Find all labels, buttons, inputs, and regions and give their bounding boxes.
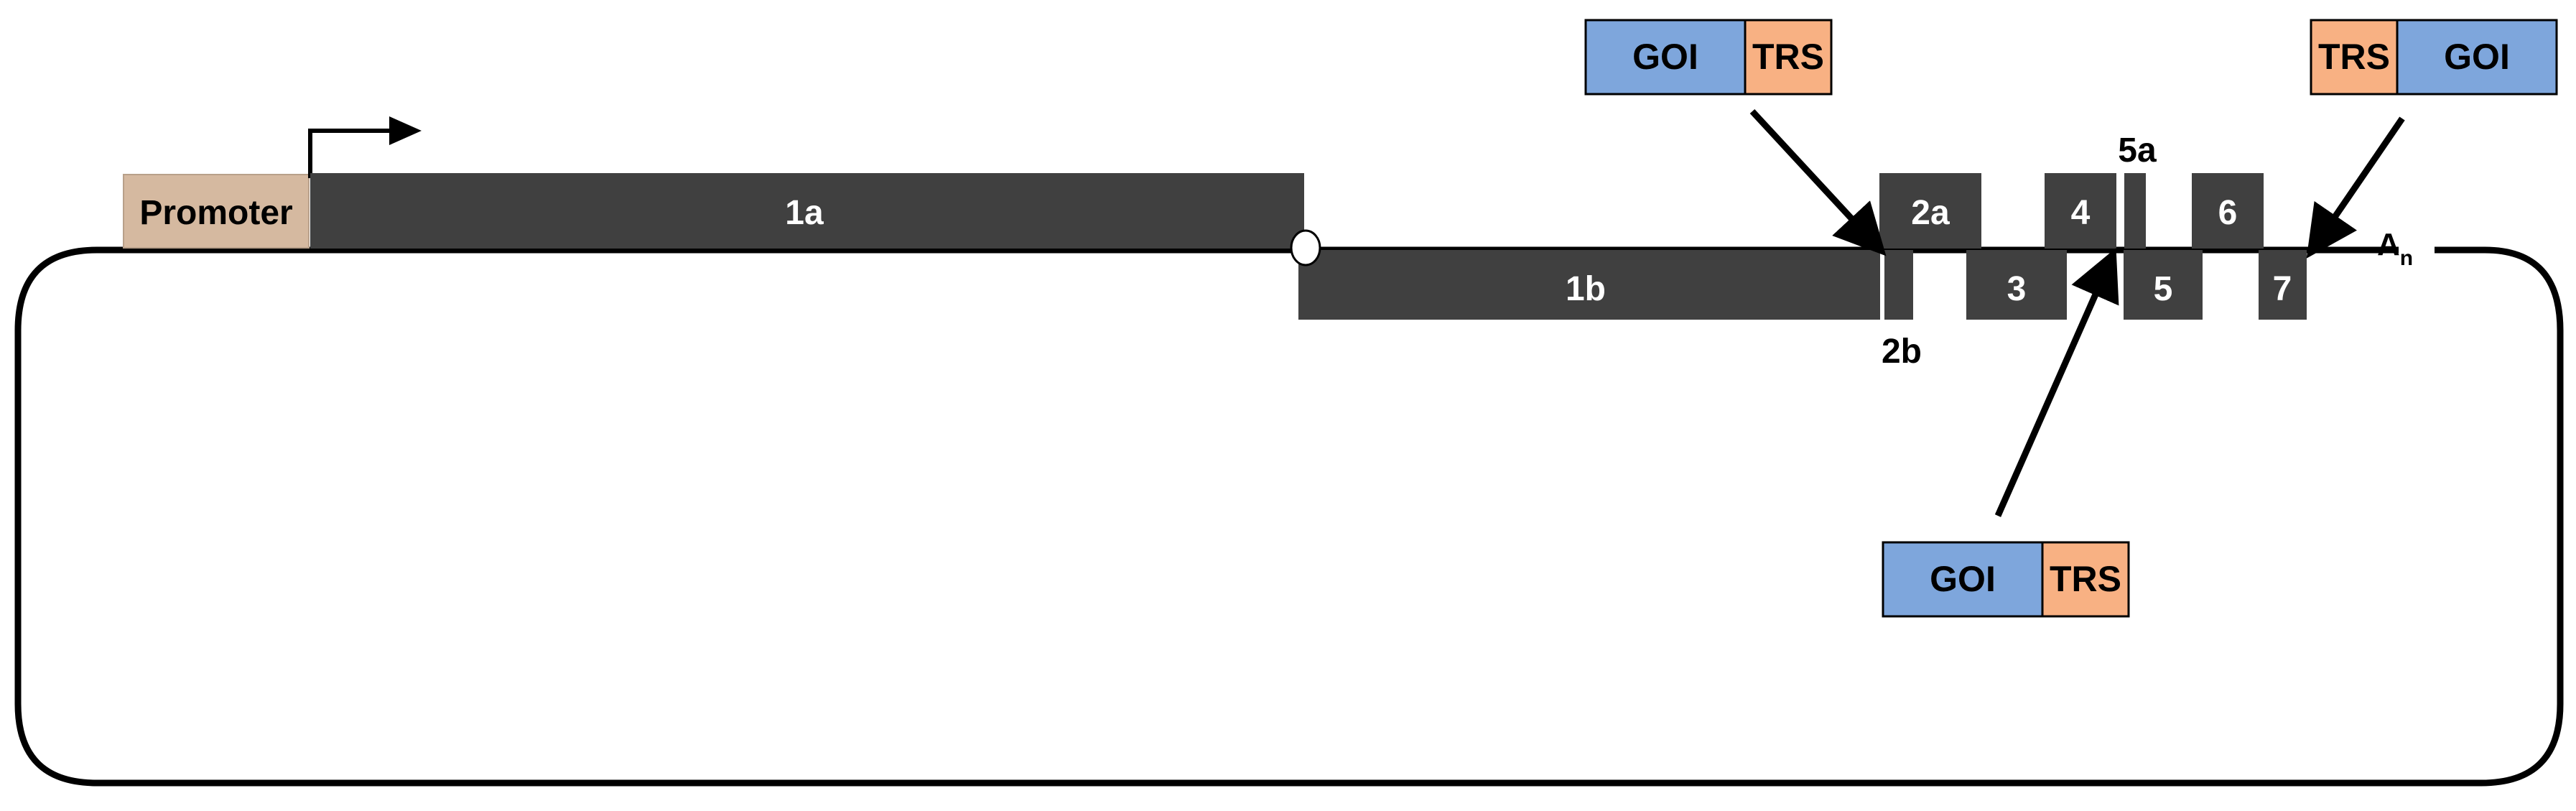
trs-label: TRS (2318, 37, 2390, 77)
gene-5a-label: 5a (2118, 131, 2157, 170)
gene-1a-label: 1a (785, 194, 824, 232)
transcription-start-arrowhead (389, 116, 422, 145)
promoter-box (123, 174, 310, 249)
trs-box (2310, 19, 2399, 96)
cassette-bottom: GOI TRS (1882, 541, 2130, 618)
gene-3-label: 3 (2007, 270, 2027, 308)
gene-4-label: 4 (2071, 194, 2091, 232)
gene-4 (2045, 173, 2116, 249)
goi-label: GOI (1930, 559, 1996, 599)
goi-box (1882, 541, 2044, 618)
insertion-arrow-1 (1749, 108, 1887, 256)
insertion-arrow-2 (1994, 248, 2119, 517)
gene-5-label: 5 (2154, 270, 2173, 308)
cassette-top-left: GOI TRS (1584, 19, 1833, 96)
insertion-arrow-3 (2306, 116, 2405, 259)
transcription-start-arrow (308, 129, 391, 178)
gene-5 (2124, 250, 2203, 320)
gene-2b (1884, 250, 1913, 320)
cassette-top-right: TRS GOI (2310, 19, 2558, 96)
gene-2b-label: 2b (1882, 333, 1922, 371)
frameshift-circle (1290, 229, 1321, 267)
gene-5a (2124, 173, 2146, 249)
trs-box (2041, 541, 2130, 618)
plasmid-backbone (14, 246, 2564, 787)
gene-2a-label: 2a (1911, 194, 1950, 232)
gene-6-label: 6 (2218, 194, 2238, 232)
gene-3 (1966, 250, 2067, 320)
gene-2a (1879, 173, 1981, 249)
goi-box (2396, 19, 2558, 96)
gene-1b-label: 1b (1566, 270, 1606, 308)
gene-1b (1298, 250, 1880, 320)
goi-label: GOI (1632, 37, 1698, 77)
trs-label: TRS (1752, 37, 1824, 77)
goi-box (1584, 19, 1747, 96)
gene-7 (2259, 250, 2307, 320)
trs-label: TRS (2050, 559, 2121, 599)
gene-7-label: 7 (2273, 270, 2292, 308)
gene-1a (310, 173, 1304, 249)
gene-6 (2192, 173, 2264, 249)
trs-box (1744, 19, 1833, 96)
polya-label: An (2377, 227, 2413, 270)
goi-label: GOI (2444, 37, 2510, 77)
promoter-label: Promoter (139, 194, 292, 232)
